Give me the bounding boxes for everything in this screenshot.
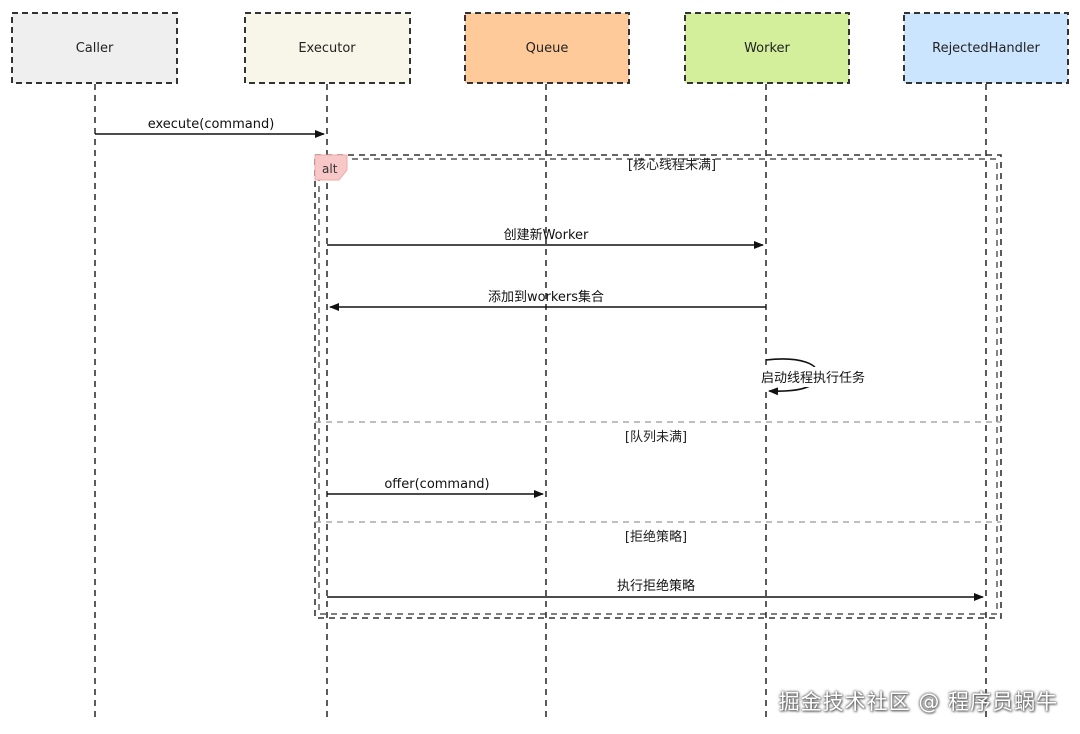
- message-add-to-workers: 添加到workers集合: [329, 289, 766, 311]
- guard-reject-policy: [拒绝策略]: [625, 529, 687, 545]
- participant-label-executor: Executor: [298, 41, 356, 56]
- guard-core-threads-not-full: [核心线程未满]: [628, 158, 716, 173]
- message-start-thread-label: 启动线程执行任务: [761, 370, 865, 386]
- message-execute-label: execute(command): [148, 117, 275, 132]
- participant-label-caller: Caller: [76, 41, 114, 56]
- message-start-thread: 启动线程执行任务: [760, 358, 886, 396]
- guard-queue-not-full: [队列未满]: [625, 430, 687, 445]
- message-add-to-workers-label: 添加到workers集合: [488, 289, 604, 305]
- alt-label: alt: [322, 162, 338, 176]
- message-execute: execute(command): [95, 117, 325, 138]
- message-reject-label: 执行拒绝策略: [617, 578, 695, 594]
- participant-label-worker: Worker: [744, 41, 790, 56]
- participant-box-caller: [11, 12, 178, 84]
- lifelines: [94, 84, 987, 722]
- message-offer: offer(command): [327, 477, 544, 498]
- participant-queue: Queue: [464, 12, 630, 84]
- participant-executor: Executor: [244, 12, 411, 84]
- participant-box-rejectedhandler: [903, 12, 1069, 84]
- watermark: 掘金技术社区 @ 程序员蜗牛: [778, 690, 1058, 714]
- message-offer-label: offer(command): [384, 477, 489, 492]
- participant-rejectedhandler: RejectedHandler: [903, 12, 1069, 84]
- participant-worker: Worker: [684, 12, 850, 84]
- alt-fragment-outer: [314, 154, 1002, 619]
- participant-label-queue: Queue: [526, 41, 569, 56]
- alt-fragment: alt [核心线程未满] [队列未满] [拒绝策略]: [314, 154, 1002, 619]
- message-reject: 执行拒绝策略: [327, 578, 984, 601]
- alt-label-tab: [314, 154, 348, 181]
- message-create-worker: 创建新Worker: [327, 227, 764, 249]
- participant-box-executor: [244, 12, 411, 84]
- participant-label-rejectedhandler: RejectedHandler: [932, 41, 1040, 56]
- participant-caller: Caller: [11, 12, 178, 84]
- alt-fragment-inner: [318, 158, 998, 615]
- message-start-thread-label-bg: [760, 367, 886, 387]
- participant-box-worker: [684, 12, 850, 84]
- participant-box-queue: [464, 12, 630, 84]
- message-create-worker-label: 创建新Worker: [504, 227, 589, 243]
